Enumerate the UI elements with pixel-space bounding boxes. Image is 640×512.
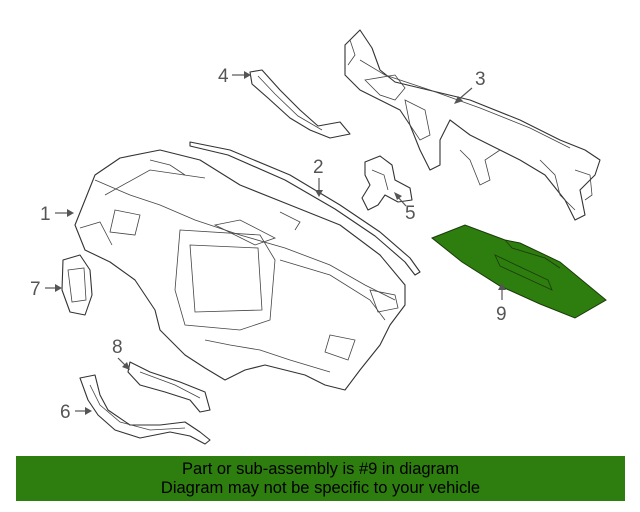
part-7-module [61,254,93,316]
callout-8: 8 [112,337,130,370]
callout-7: 7 [30,279,62,300]
callout-3: 3 [454,69,486,104]
svg-text:5: 5 [405,203,416,224]
part-6-brace [79,374,211,445]
callout-9: 9 [496,283,507,325]
callout-6: 6 [60,402,92,423]
svg-text:7: 7 [30,279,41,300]
part-9-highlighted [431,224,607,319]
part-2-molding [189,141,421,276]
part-5-bracket [361,155,413,211]
parts-diagram: 1 2 3 4 5 6 7 8 9 [30,29,607,445]
callout-2: 2 [313,157,324,197]
part-4-duct [249,69,351,139]
part-3-crossmember [344,29,601,221]
svg-text:8: 8 [112,337,123,358]
callout-4: 4 [218,66,251,87]
info-banner: Part or sub-assembly is #9 in diagram Di… [16,456,625,501]
banner-line-part: Part or sub-assembly is #9 in diagram [182,460,459,478]
callout-1: 1 [40,204,74,225]
callout-5: 5 [394,192,416,224]
part-8-bracket [127,361,211,413]
svg-text:6: 6 [60,402,71,423]
part-1-dashboard [74,149,406,391]
svg-text:3: 3 [475,69,486,90]
svg-text:9: 9 [496,304,507,325]
banner-line-disclaimer: Diagram may not be specific to your vehi… [160,479,481,497]
svg-text:4: 4 [218,66,229,87]
svg-text:1: 1 [40,204,51,225]
svg-text:2: 2 [313,157,324,178]
